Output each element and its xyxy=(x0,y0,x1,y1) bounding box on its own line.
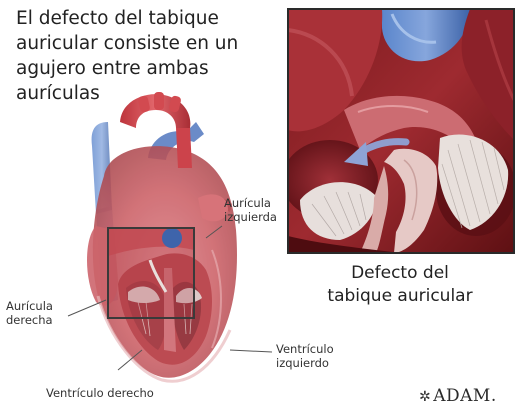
label-right-ventricle: Ventrículo derecho xyxy=(46,386,154,400)
caption-line: tabique auricular xyxy=(288,285,512,308)
inset-zoom-view xyxy=(282,9,516,253)
zoom-region-box xyxy=(108,228,194,318)
caption-line: Defecto del xyxy=(288,262,512,285)
intro-line: auricular consiste en un xyxy=(16,31,278,56)
label-right-atrium: Aurícula derecha xyxy=(6,299,53,327)
intro-line: aurículas xyxy=(16,81,278,106)
adam-logo-mark: ✲ xyxy=(419,389,431,405)
intro-line: agujero entre ambas xyxy=(16,56,278,81)
adam-logo-text: ADAM. xyxy=(433,386,497,406)
intro-text: El defecto del tabique auricular consist… xyxy=(16,6,278,106)
adam-logo: ✲ADAM. xyxy=(419,386,497,406)
label-left-ventricle: Ventrículo izquierdo xyxy=(276,342,334,370)
intro-line: El defecto del tabique xyxy=(16,6,278,31)
inset-caption: Defecto del tabique auricular xyxy=(288,262,512,308)
label-left-atrium: Aurícula izquierda xyxy=(224,196,277,224)
